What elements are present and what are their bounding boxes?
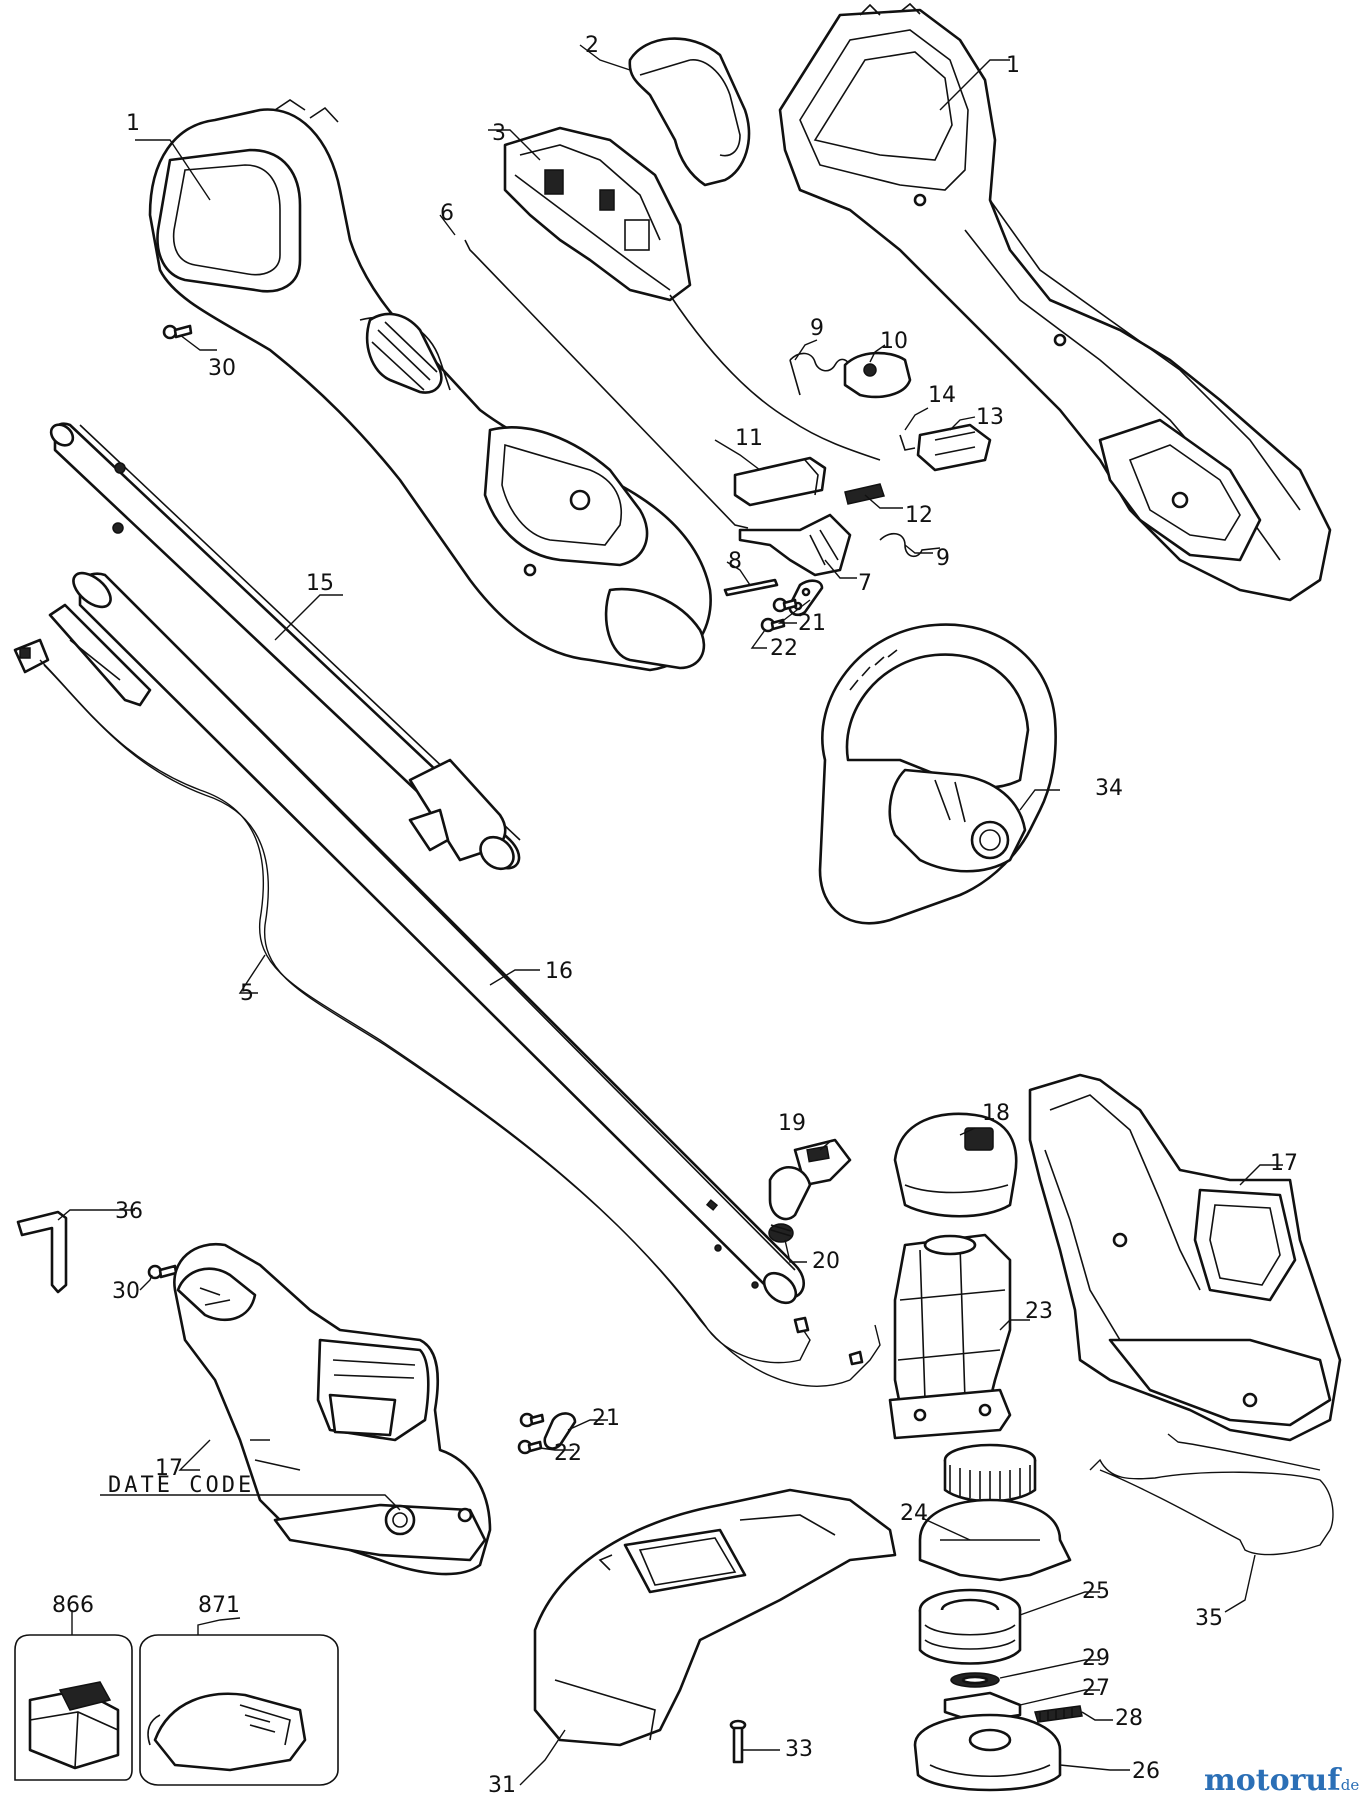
callout-30-lower: 30	[112, 1279, 140, 1304]
wire-harness	[13, 638, 881, 1387]
motor-cap	[893, 1112, 1018, 1218]
callout-25: 25	[1082, 1579, 1110, 1604]
callout-23: 23	[1025, 1299, 1053, 1324]
callout-12: 12	[905, 503, 933, 528]
callout-7: 7	[858, 571, 872, 596]
charger-inset	[139, 1634, 339, 1786]
rod-6	[464, 239, 749, 529]
lower-tube	[48, 571, 805, 1305]
callout-36: 36	[115, 1199, 143, 1224]
watermark-brand: motoruf	[1204, 1763, 1342, 1798]
callout-866: 866	[52, 1593, 94, 1618]
handle-housing-right	[778, 2, 1332, 602]
motor	[888, 1233, 1012, 1440]
callout-11: 11	[735, 426, 763, 451]
clip-19	[768, 1138, 852, 1221]
callout-24: 24	[900, 1501, 928, 1526]
spool-25	[918, 1588, 1022, 1665]
callout-22-lower: 22	[554, 1441, 582, 1466]
callout-33: 33	[785, 1737, 813, 1762]
callout-34: 34	[1095, 776, 1123, 801]
handle-housing-left	[148, 99, 712, 672]
callout-21-lower: 21	[592, 1406, 620, 1431]
motor-housing-right	[1028, 1073, 1342, 1442]
battery-inset	[14, 1634, 133, 1781]
callout-22-upper: 22	[770, 636, 798, 661]
callout-18: 18	[982, 1101, 1010, 1126]
gear-housing	[918, 1443, 1072, 1582]
callout-16: 16	[545, 959, 573, 984]
callout-28: 28	[1115, 1706, 1143, 1731]
callout-1-left: 1	[126, 111, 140, 136]
callout-1-right: 1	[1006, 53, 1020, 78]
link-21-lower	[543, 1412, 577, 1450]
pin-33	[729, 1719, 747, 1764]
callout-15: 15	[306, 571, 334, 596]
callout-31: 31	[488, 1773, 516, 1798]
callout-5: 5	[240, 981, 254, 1006]
callout-17-left: 17	[155, 1456, 183, 1481]
callout-labels: 1 1 2 3 6 30 9 10 14 13 11 12 9 8 7 21 2…	[52, 33, 1298, 1798]
switch-module	[503, 126, 881, 461]
callout-20: 20	[812, 1249, 840, 1274]
callout-14: 14	[928, 383, 956, 408]
callout-6: 6	[440, 201, 454, 226]
callout-10: 10	[880, 329, 908, 354]
callout-27: 27	[1082, 1676, 1110, 1701]
callout-30-top: 30	[208, 356, 236, 381]
callout-3: 3	[492, 121, 506, 146]
screw-30-lower	[147, 1264, 178, 1280]
callout-19: 19	[778, 1111, 806, 1136]
leader-lines	[57, 44, 1283, 1786]
callout-35: 35	[1195, 1606, 1223, 1631]
motor-housing-left	[173, 1242, 492, 1576]
guard-31	[533, 1488, 897, 1747]
screws-22-lower	[517, 1412, 545, 1455]
callout-21-upper: 21	[798, 611, 826, 636]
spring-20	[768, 1223, 794, 1243]
spool-housing-26	[913, 1713, 1062, 1792]
spring-28	[1034, 1705, 1083, 1723]
auxiliary-handle	[818, 623, 1057, 925]
grip-cover	[628, 37, 751, 187]
watermark: motoruf .de	[1204, 1763, 1359, 1798]
hex-key-36	[16, 1210, 68, 1294]
date-code-label: DATE CODE	[108, 1473, 254, 1498]
upper-tube	[49, 422, 521, 871]
screw-30-top	[162, 324, 193, 340]
callout-13: 13	[976, 405, 1004, 430]
callout-29: 29	[1082, 1646, 1110, 1671]
callout-17-right: 17	[1270, 1151, 1298, 1176]
callout-9-upper: 9	[810, 316, 824, 341]
callout-9-lower: 9	[936, 546, 950, 571]
callout-2: 2	[585, 33, 599, 58]
watermark-suffix: .de	[1336, 1776, 1359, 1794]
callout-871: 871	[198, 1593, 240, 1618]
washer-29	[950, 1672, 1000, 1688]
callout-26: 26	[1132, 1759, 1160, 1784]
trigger-parts	[723, 351, 992, 633]
guard-wire-35	[1089, 1433, 1334, 1556]
callout-8: 8	[728, 549, 742, 574]
